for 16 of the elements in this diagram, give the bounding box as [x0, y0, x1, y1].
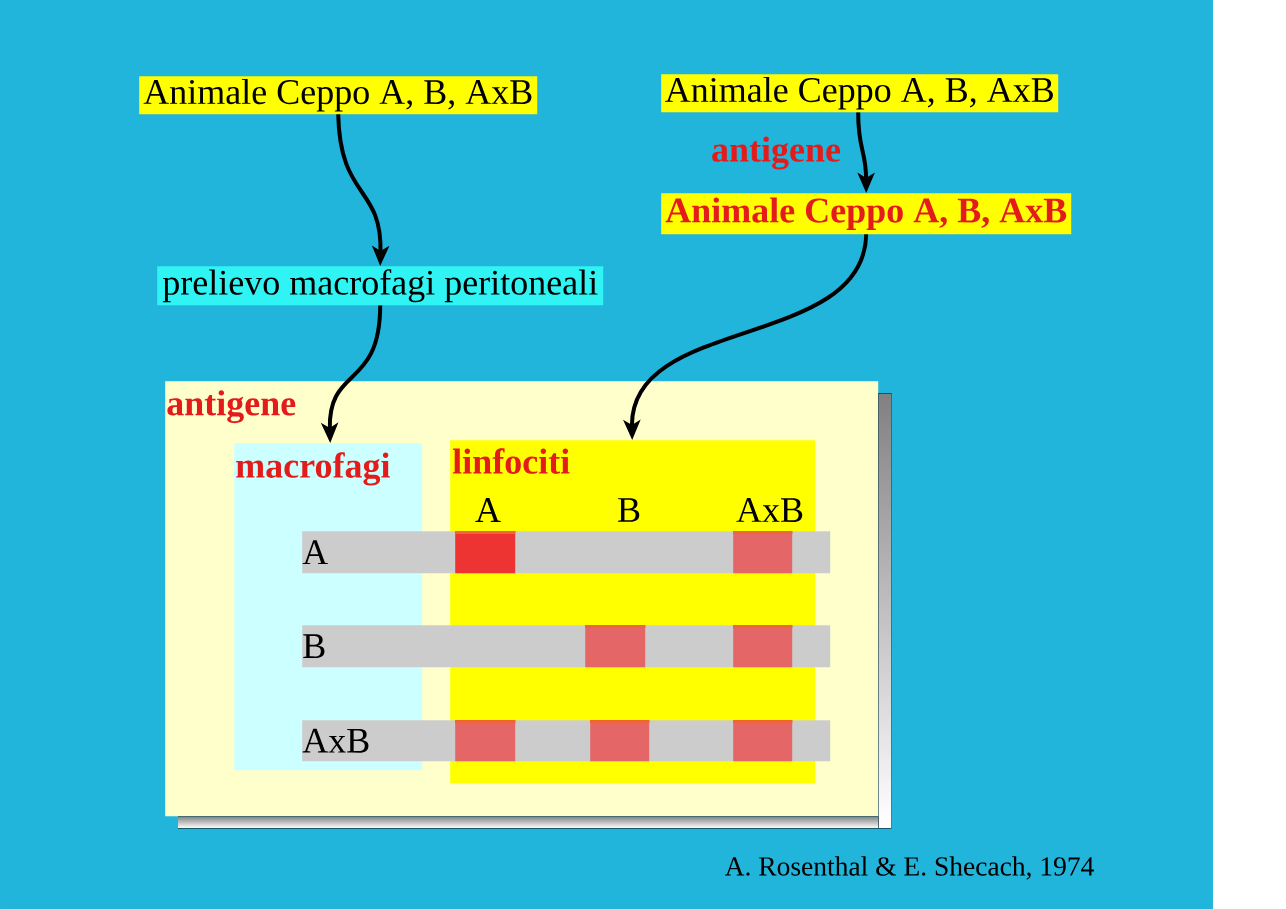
text-box: Animale Ceppo A, B, AxB: [661, 74, 1059, 113]
edge-label: antigene: [709, 134, 843, 172]
text-box: Animale Ceppo A, B, AxB: [139, 76, 538, 115]
column-label: B: [618, 498, 640, 522]
citation: A. Rosenthal & E. Shecach, 1974: [724, 856, 1094, 880]
result-square: [455, 531, 516, 574]
result-square: [733, 531, 793, 574]
column-label: AxB: [736, 498, 803, 522]
result-square: [733, 625, 793, 668]
result-square: [733, 720, 793, 762]
text-box: prelievo macrofagi peritoneali: [157, 266, 604, 306]
result-square: [590, 720, 650, 762]
result-square: [455, 720, 516, 762]
column-label: A: [475, 498, 501, 522]
result-square: [585, 625, 646, 668]
text-box: Animale Ceppo A, B, AxB: [661, 193, 1072, 235]
